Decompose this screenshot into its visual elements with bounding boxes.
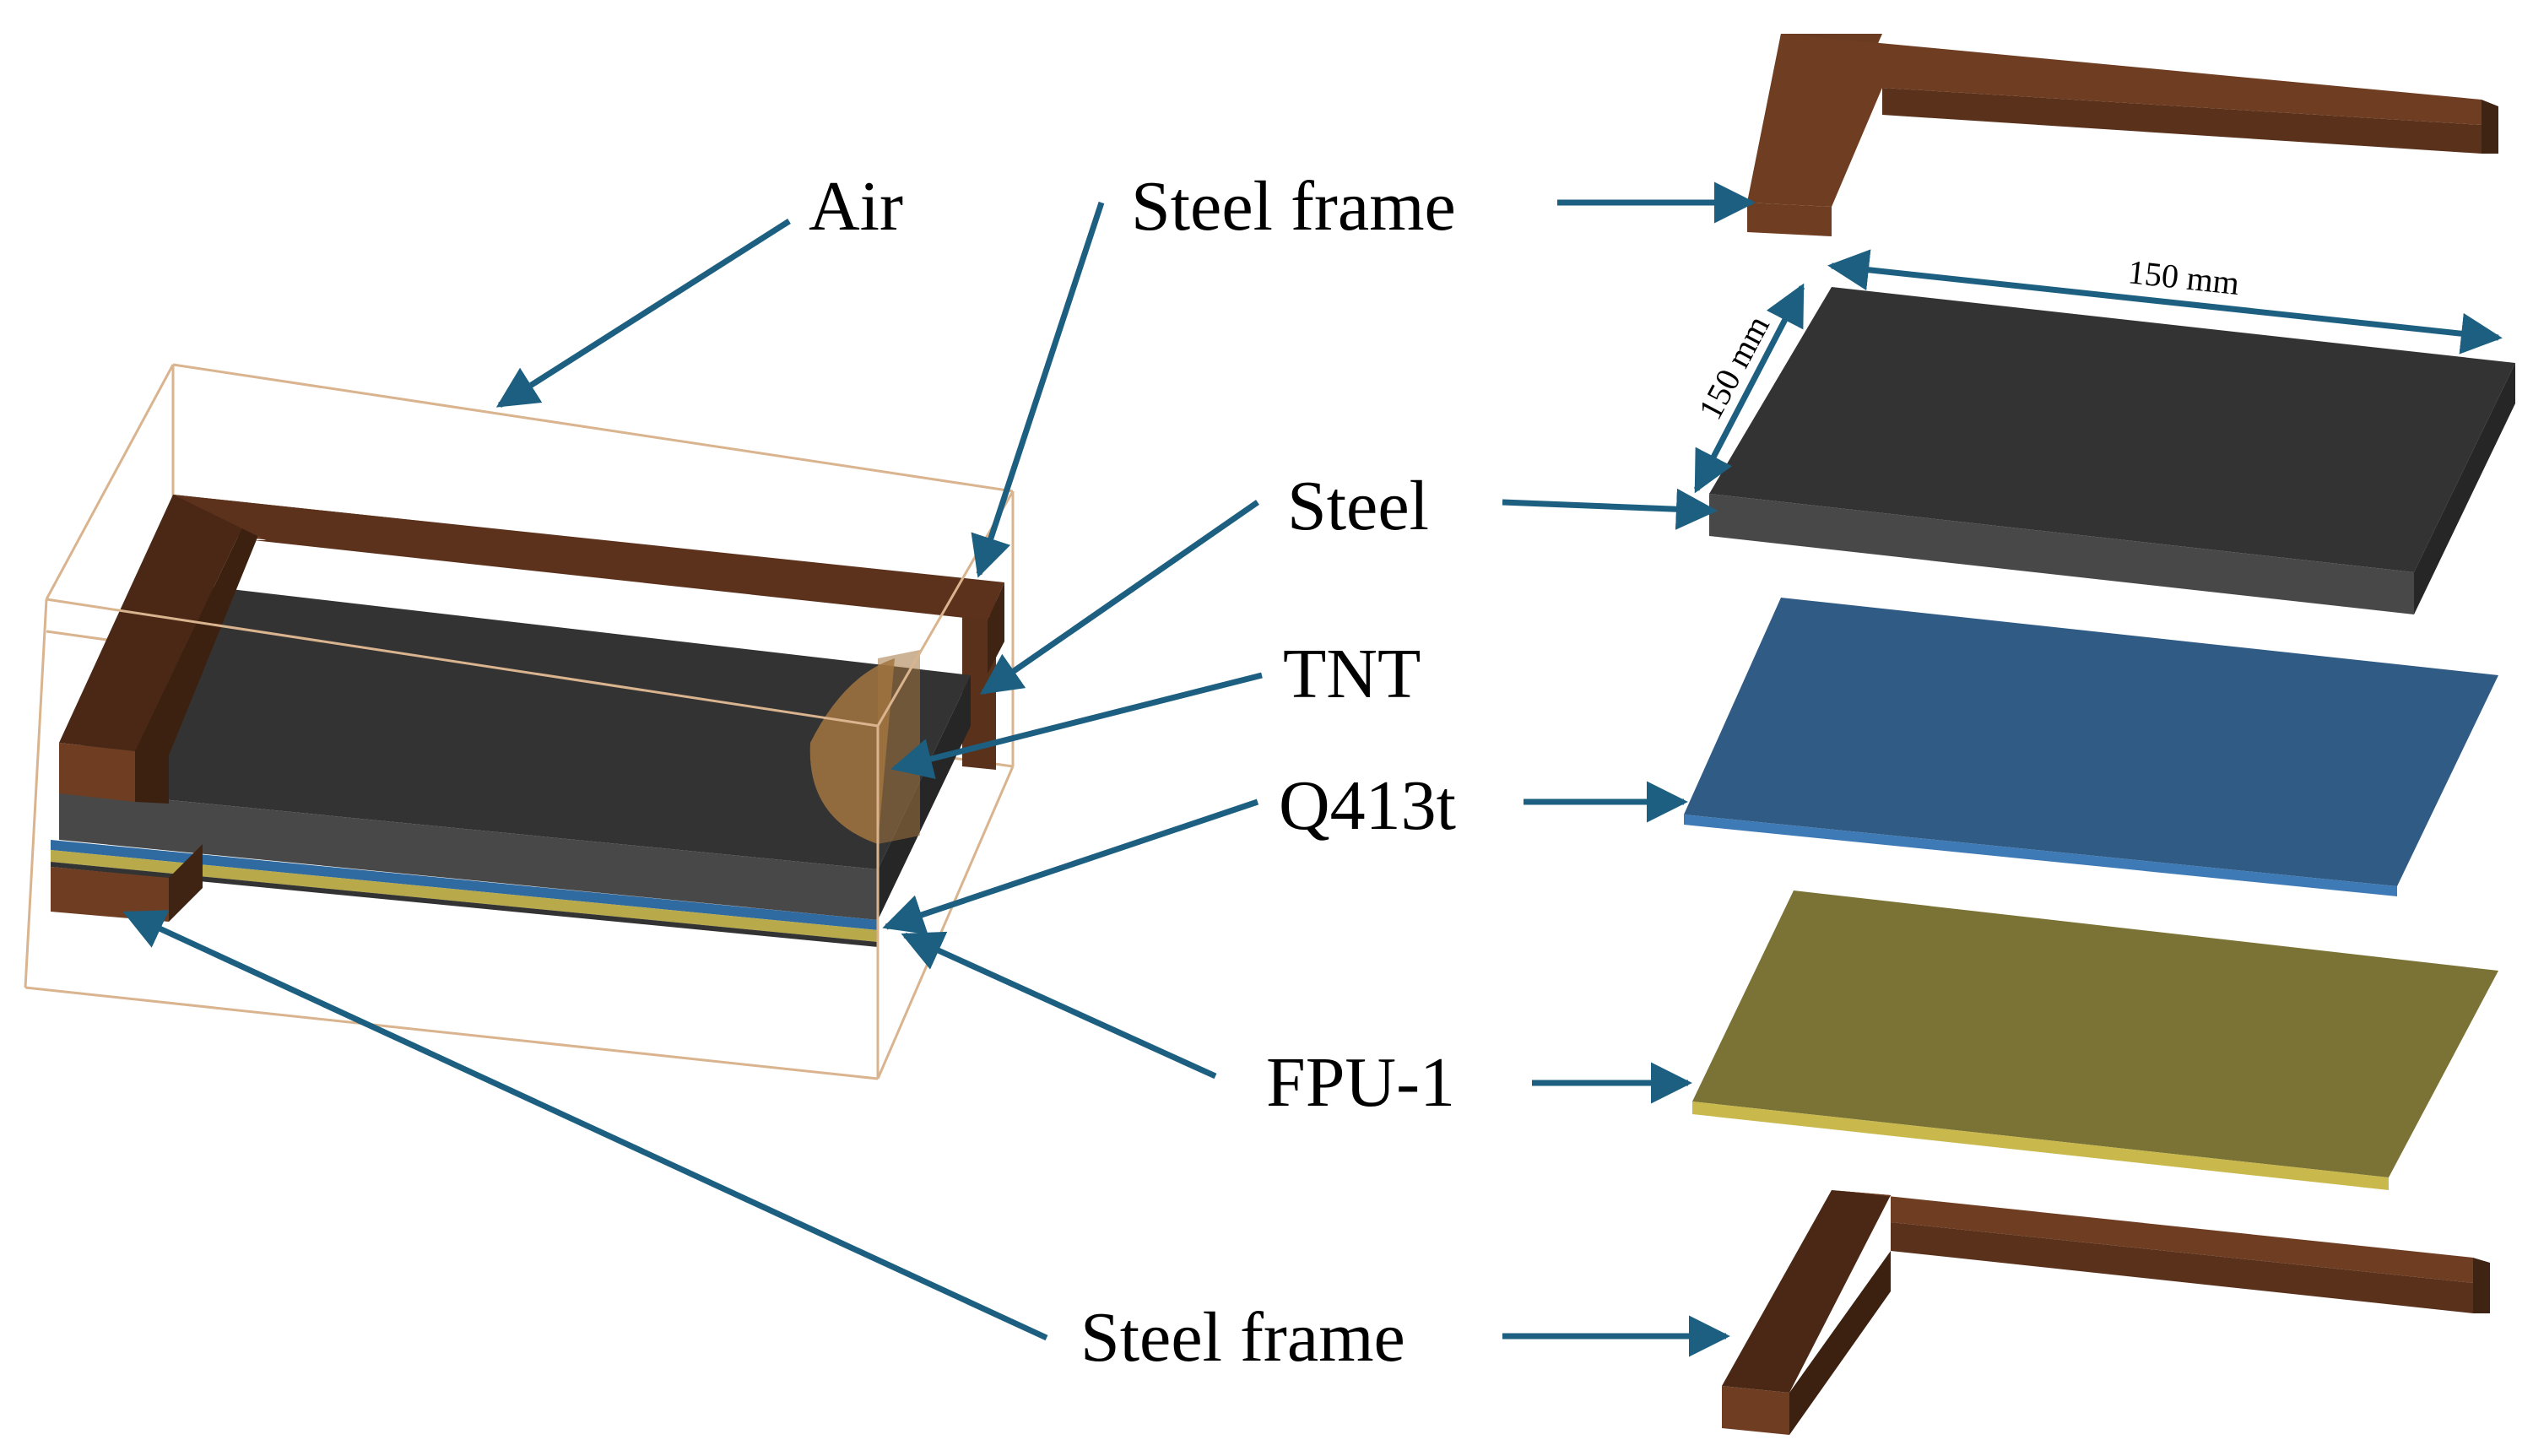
arrow-tnt <box>890 672 1263 779</box>
label-q413t: Q413t <box>1279 766 1456 845</box>
label-steel-frame-bottom: Steel frame <box>1080 1298 1405 1377</box>
q413t-assembled <box>51 840 878 930</box>
arrow-fpu1-assembled <box>901 931 1217 1080</box>
arrow-steel-assembled <box>979 500 1259 695</box>
label-fpu1: FPU-1 <box>1266 1043 1455 1122</box>
tnt-charge-assembled <box>809 658 895 844</box>
fpu1-assembled <box>51 850 878 942</box>
arrow-steel-part <box>1502 488 1718 530</box>
steel-plate-assembled-top <box>59 582 971 869</box>
steel-plate-part <box>1709 287 2515 614</box>
leader-arrows <box>122 181 1756 1357</box>
steel-frame-top-part <box>1747 34 2498 236</box>
assembled-model <box>24 363 1015 1080</box>
label-tnt: TNT <box>1283 635 1421 713</box>
fpu1-part <box>1692 890 2498 1190</box>
arrow-q413t-assembled <box>882 798 1259 935</box>
label-air: Air <box>809 167 903 246</box>
arrow-air <box>495 219 791 408</box>
steel-frame-bottom-part <box>1722 1190 2490 1435</box>
label-steel: Steel <box>1287 467 1429 545</box>
steel-plate-assembled-front <box>59 789 878 920</box>
label-steel-frame-top: Steel frame <box>1131 167 1456 246</box>
q413t-part <box>1684 598 2498 896</box>
arrow-steel-frame-assembled <box>971 201 1105 578</box>
dimension-length-label: 150 mm <box>2126 252 2241 302</box>
steel-frame-assembled-bottom <box>51 867 169 922</box>
arrow-steel-frame-bottom-assembled <box>122 910 1048 1341</box>
air-domain-front <box>24 490 1015 1080</box>
